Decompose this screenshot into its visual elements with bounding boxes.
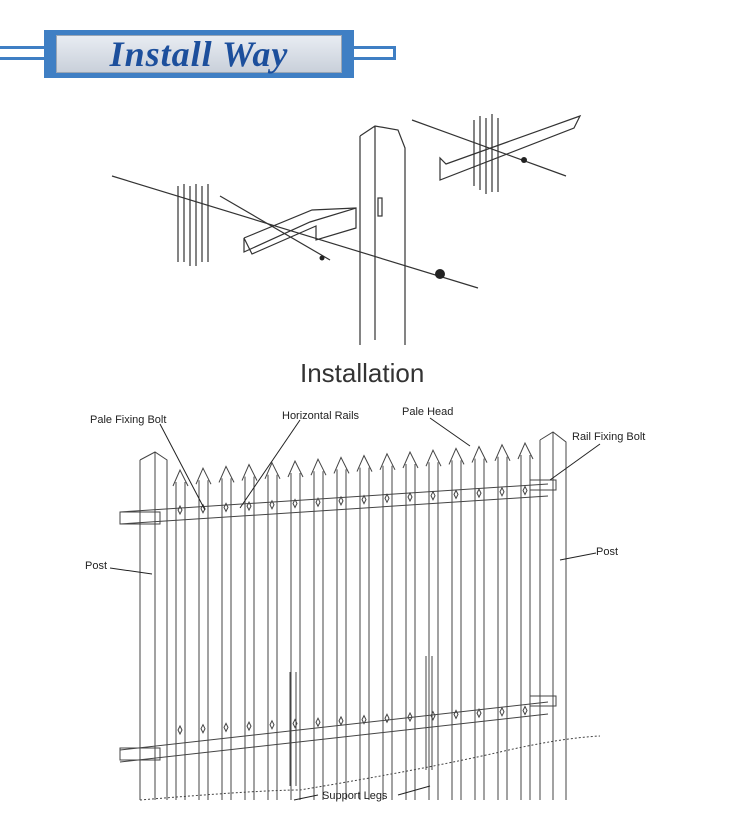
pale-fixing-bolt bbox=[315, 497, 321, 508]
leader-support-right bbox=[397, 785, 431, 796]
pale-fixing-bolt bbox=[177, 724, 183, 736]
center-post bbox=[359, 125, 406, 345]
pale-fixing-bolt bbox=[522, 485, 528, 496]
pale-fixing-bolt bbox=[476, 707, 482, 719]
pale-fixing-bolt bbox=[407, 491, 413, 503]
pale-fixing-bolt bbox=[315, 717, 321, 728]
pale-fixing-bolt bbox=[292, 718, 298, 729]
pale-fixing-bolt bbox=[177, 504, 183, 516]
pale-fixing-bolt bbox=[338, 715, 344, 727]
banner-left-rail bbox=[0, 46, 48, 60]
pale-fixing-bolt bbox=[430, 710, 436, 721]
fence-pale bbox=[218, 465, 235, 800]
left-channel-post bbox=[177, 184, 209, 266]
leader-post-right bbox=[559, 552, 597, 561]
pale-fixing-bolt bbox=[223, 722, 229, 733]
bottom-rail-bracket-right bbox=[529, 695, 557, 707]
pale-fixing-bolt bbox=[338, 495, 344, 507]
pale-fixing-bolt bbox=[476, 487, 482, 499]
pale-fixing-bolt bbox=[246, 720, 252, 732]
leader-support-left bbox=[293, 794, 319, 801]
pale-fixing-bolt bbox=[361, 714, 367, 725]
pale-fixing-bolt bbox=[200, 503, 206, 514]
right-bracket bbox=[439, 114, 582, 181]
label-pale-head: Pale Head bbox=[402, 406, 454, 418]
installation-caption: Installation bbox=[300, 358, 425, 388]
bolt-nut bbox=[435, 269, 445, 279]
left-bracket bbox=[243, 207, 357, 255]
fence-pale bbox=[448, 447, 465, 800]
fence-pale bbox=[264, 461, 281, 800]
fence-pale bbox=[356, 454, 373, 800]
support-legs bbox=[289, 656, 433, 786]
bolt-line-right bbox=[411, 119, 567, 177]
bolt-line-secondary bbox=[219, 195, 331, 261]
pale-fixing-bolt bbox=[269, 499, 275, 510]
fence-pale bbox=[402, 450, 419, 800]
install-way-banner: Install Way bbox=[0, 30, 400, 82]
post-slot bbox=[377, 197, 383, 217]
leader-pale-head bbox=[429, 417, 471, 447]
fence-pale bbox=[310, 458, 327, 800]
fence-pale bbox=[195, 467, 212, 800]
bottom-rail bbox=[119, 701, 549, 763]
fence-pale bbox=[494, 443, 511, 800]
pale-fixing-bolt bbox=[384, 713, 390, 724]
pale-fixing-bolt bbox=[384, 493, 390, 504]
fence-pale bbox=[425, 449, 442, 800]
fence-pale bbox=[172, 468, 189, 800]
label-post-left: Post bbox=[85, 560, 108, 572]
pale-fixing-bolt bbox=[430, 490, 436, 501]
label-horizontal-rails: Horizontal Rails bbox=[282, 410, 360, 422]
pale-fixing-bolt bbox=[200, 723, 206, 734]
leader-rail-fixing-bolt bbox=[549, 443, 601, 481]
top-rail-bracket-left bbox=[119, 511, 161, 525]
pale-fixing-bolt bbox=[361, 494, 367, 505]
pale-fixing-bolt bbox=[292, 498, 298, 509]
fence-pale bbox=[241, 463, 258, 800]
fence-pale bbox=[379, 452, 396, 800]
leader-pale-fixing-bolt bbox=[159, 423, 206, 511]
leader-horizontal-rails bbox=[239, 419, 301, 509]
fence-pale bbox=[471, 445, 488, 800]
label-post-right: Post bbox=[596, 546, 619, 558]
pale-fixing-bolt bbox=[522, 705, 528, 716]
fence-pale bbox=[287, 459, 304, 800]
right-post bbox=[539, 431, 567, 800]
banner-right-rail bbox=[350, 46, 396, 60]
label-support-legs: Support Legs bbox=[322, 790, 388, 802]
top-rail bbox=[119, 483, 549, 525]
banner-title: Install Way bbox=[109, 34, 289, 74]
label-rail-fixing-bolt: Rail Fixing Bolt bbox=[572, 431, 646, 443]
pale-fixing-bolt bbox=[246, 500, 252, 512]
pale-fixing-bolt bbox=[223, 502, 229, 513]
fence-pale bbox=[517, 441, 534, 800]
bolt-line-main bbox=[111, 175, 479, 289]
ground-line bbox=[139, 735, 601, 801]
right-channel-post bbox=[473, 114, 499, 194]
leader-post-left bbox=[109, 567, 153, 575]
pale-fixing-bolt bbox=[269, 719, 275, 730]
pale-fixing-bolt bbox=[407, 711, 413, 723]
label-pale-fixing-bolt: Pale Fixing Bolt bbox=[90, 414, 167, 426]
pale-fixing-bolt bbox=[453, 709, 459, 720]
banner-plate bbox=[56, 35, 342, 73]
pale-fixing-bolt bbox=[499, 486, 505, 497]
bottom-rail-bracket-left bbox=[119, 747, 161, 761]
pale-fixing-bolt bbox=[499, 706, 505, 717]
fence-pale bbox=[333, 456, 350, 800]
pale-fixing-bolt bbox=[453, 489, 459, 500]
